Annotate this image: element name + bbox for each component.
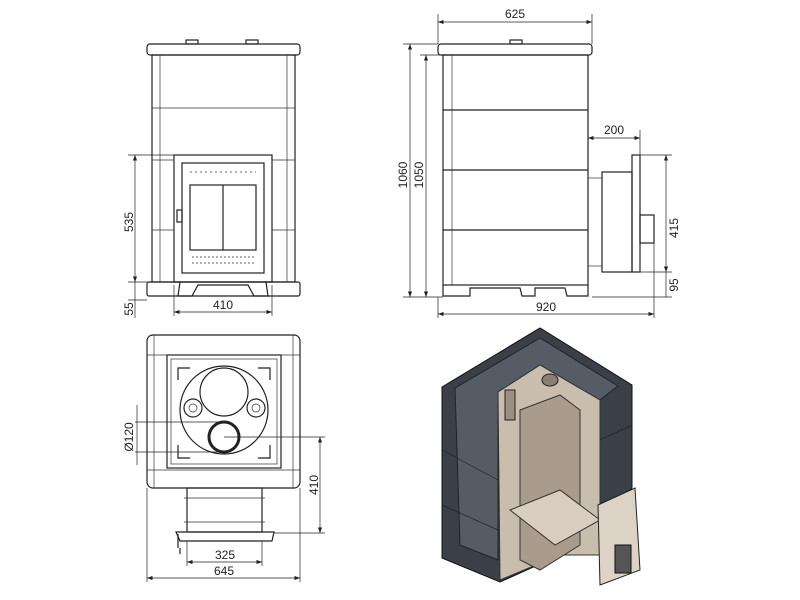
front-view: 535 55 410	[122, 39, 301, 318]
dimension-920: 920	[437, 243, 655, 318]
label-tunnel-width: 325	[215, 548, 235, 562]
dimension-415: 415	[640, 154, 681, 273]
label-door-height: 535	[122, 212, 136, 232]
dimension-200: 200	[588, 123, 641, 155]
side-view: 625 1060 1050 200 415 95 920	[396, 7, 681, 318]
label-flue-offset: 410	[307, 475, 321, 495]
top-view: Ø120 410 325 645	[122, 334, 325, 582]
label-base-height: 55	[122, 302, 136, 316]
dimension-410-top: 410	[224, 436, 325, 534]
label-tunnel-offset: 95	[667, 278, 681, 292]
dimension-1050: 1050	[412, 54, 443, 297]
label-width: 645	[214, 564, 234, 578]
dimension-645: 645	[146, 488, 301, 582]
dimension-55: 55	[122, 282, 147, 318]
dimension-95: 95	[592, 272, 681, 298]
label-total-height: 1060	[396, 161, 410, 188]
label-flue-diameter: Ø120	[122, 422, 136, 452]
label-depth: 625	[505, 7, 525, 21]
cutaway-3d-view	[441, 327, 641, 586]
dimension-325: 325	[186, 541, 263, 566]
dimension-625: 625	[437, 7, 593, 44]
dimension-1060: 1060	[396, 43, 443, 298]
label-total-depth: 920	[536, 300, 556, 314]
label-door-width: 410	[213, 298, 233, 312]
heat-tunnel	[588, 154, 655, 273]
label-body-height: 1050	[412, 161, 426, 188]
label-tunnel-length: 200	[604, 123, 624, 137]
label-tunnel-height: 415	[667, 218, 681, 238]
dimension-410-front: 410	[173, 285, 273, 316]
dimension-diameter-120: Ø120	[122, 405, 224, 465]
fire-door	[173, 154, 273, 297]
dimension-535: 535	[122, 154, 174, 283]
